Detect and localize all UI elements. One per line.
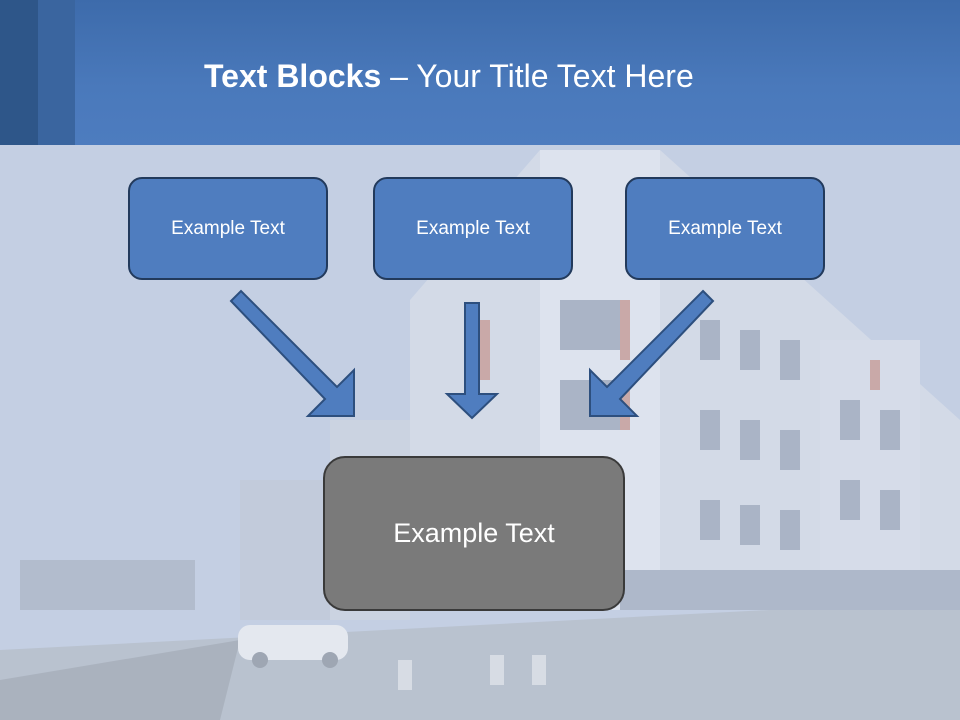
main-text-block-label: Example Text [393, 518, 555, 548]
slide-title[interactable]: Text Blocks – Your Title Text Here [204, 54, 694, 98]
text-block-1-label: Example Text [171, 217, 285, 239]
text-block-3-label: Example Text [668, 217, 782, 239]
arrow-down-right [229, 289, 355, 417]
header-accent-stripe [38, 0, 75, 145]
main-text-block[interactable]: Example Text [323, 456, 625, 611]
text-block-2-label: Example Text [416, 217, 530, 239]
text-block-3[interactable]: Example Text [625, 177, 825, 280]
arrow-down-left [589, 289, 715, 417]
header-accent-stripe [0, 0, 38, 145]
text-block-1[interactable]: Example Text [128, 177, 328, 280]
slide-title-bold: Text Blocks [204, 58, 382, 94]
text-block-2[interactable]: Example Text [373, 177, 573, 280]
title-bar [0, 0, 960, 145]
arrow-down [444, 302, 500, 420]
slide-title-rest: – Your Title Text Here [381, 58, 694, 94]
